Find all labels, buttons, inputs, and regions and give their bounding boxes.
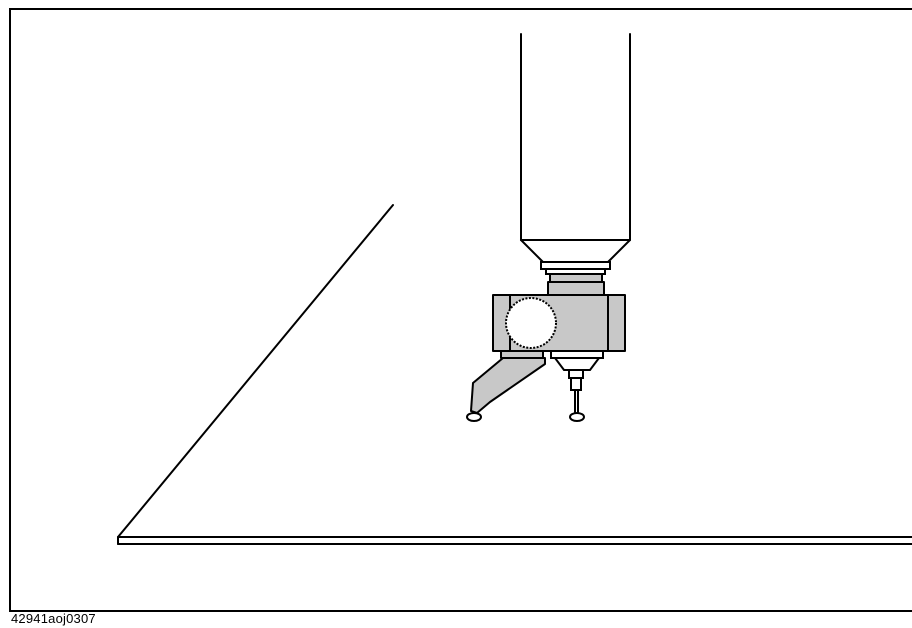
base-plate (117, 204, 912, 545)
probe-column (520, 33, 631, 263)
knurled-knob (505, 297, 557, 349)
angled-stylus-arm (466, 350, 546, 422)
probe-collar (540, 261, 611, 296)
probe-head (492, 294, 626, 352)
vertical-stylus (550, 350, 604, 422)
diagram-frame (9, 8, 912, 612)
figure-id-label: 42941aoj0307 (11, 611, 96, 626)
